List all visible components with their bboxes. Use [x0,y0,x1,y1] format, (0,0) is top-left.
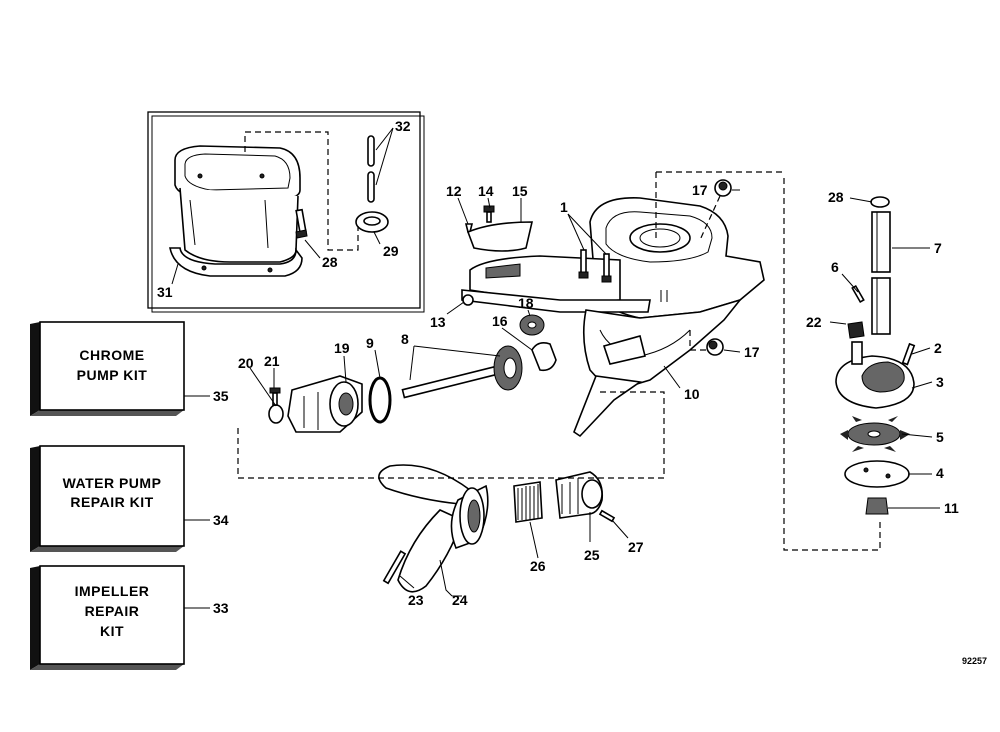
bearing-16 [531,342,557,372]
callout-17-top: 17 [692,182,708,198]
seal-20 [268,404,284,424]
kit-box-34: WATER PUMP REPAIR KIT 34 [30,445,229,552]
callout-25: 25 [584,547,600,563]
anode-15 [466,221,534,252]
callout-35: 35 [213,388,229,404]
callout-9: 9 [366,335,374,351]
kit-35-line-1: CHROME [79,347,144,363]
kit-33-line-2: REPAIR [85,603,140,619]
callout-3: 3 [936,374,944,390]
callout-4: 4 [936,465,944,481]
callout-6: 6 [831,259,839,275]
callout-14: 14 [478,183,494,199]
callout-32: 32 [395,118,411,134]
kit-box-35: CHROME PUMP KIT 35 [30,321,229,416]
callout-17-lower: 17 [744,344,760,360]
callout-1: 1 [560,199,568,215]
callout-28: 28 [828,189,844,205]
callout-8: 8 [401,331,409,347]
kit-33-line-3: KIT [100,623,124,639]
callout-20: 20 [238,355,254,371]
kit-33-line-1: IMPELLER [75,583,150,599]
callout-23: 23 [408,592,424,608]
screw-14 [483,205,495,223]
screw-21 [269,387,281,406]
callout-22: 22 [806,314,822,330]
kit-34-line-2: REPAIR KIT [70,494,153,510]
gear-18 [519,314,545,336]
callout-5: 5 [936,429,944,445]
callout-29: 28 [322,254,338,270]
bearing-housing-19 [287,375,363,433]
adapter-housing-31 [169,145,303,277]
impeller-5 [840,416,910,452]
seal-30 [355,211,389,233]
plug-17-lower [706,338,724,356]
callout-31: 31 [157,284,173,300]
callout-10: 10 [684,386,700,402]
kit-35-line-2: PUMP KIT [77,367,148,383]
callout-7: 7 [934,240,942,256]
kit-box-33: IMPELLER REPAIR KIT 33 [30,565,229,670]
callout-11: 11 [944,500,959,516]
plug-17-top [714,179,732,197]
pins-32 [367,135,375,203]
callout-2: 2 [934,340,942,356]
callout-21: 21 [264,353,280,369]
figure-id: 92257 [962,656,987,666]
washer-13 [462,294,474,306]
propeller-24 [378,464,489,597]
callout-19: 19 [334,340,350,356]
callout-16: 16 [492,313,508,329]
water-pump-stack [783,178,916,551]
oring-9 [368,376,392,424]
pin-27 [598,509,616,523]
callout-33: 33 [213,600,229,616]
callout-13: 13 [430,314,446,330]
callout-15: 15 [512,183,528,199]
callout-12: 12 [446,183,462,199]
callout-30: 29 [383,243,399,259]
callout-26: 26 [530,558,546,574]
callout-34: 34 [213,512,229,528]
screw-29 [295,208,308,239]
kit-34-line-1: WATER PUMP [63,475,162,491]
callout-18: 18 [518,295,534,311]
gearcase-housing [461,197,765,438]
inset-box: 32 28 29 31 [147,111,425,313]
washer-25 [555,471,604,519]
propshaft-8 [401,345,523,399]
callout-24: 24 [452,592,468,608]
spline-26 [513,481,543,523]
pin-23 [382,550,407,585]
callout-27: 27 [628,539,644,555]
